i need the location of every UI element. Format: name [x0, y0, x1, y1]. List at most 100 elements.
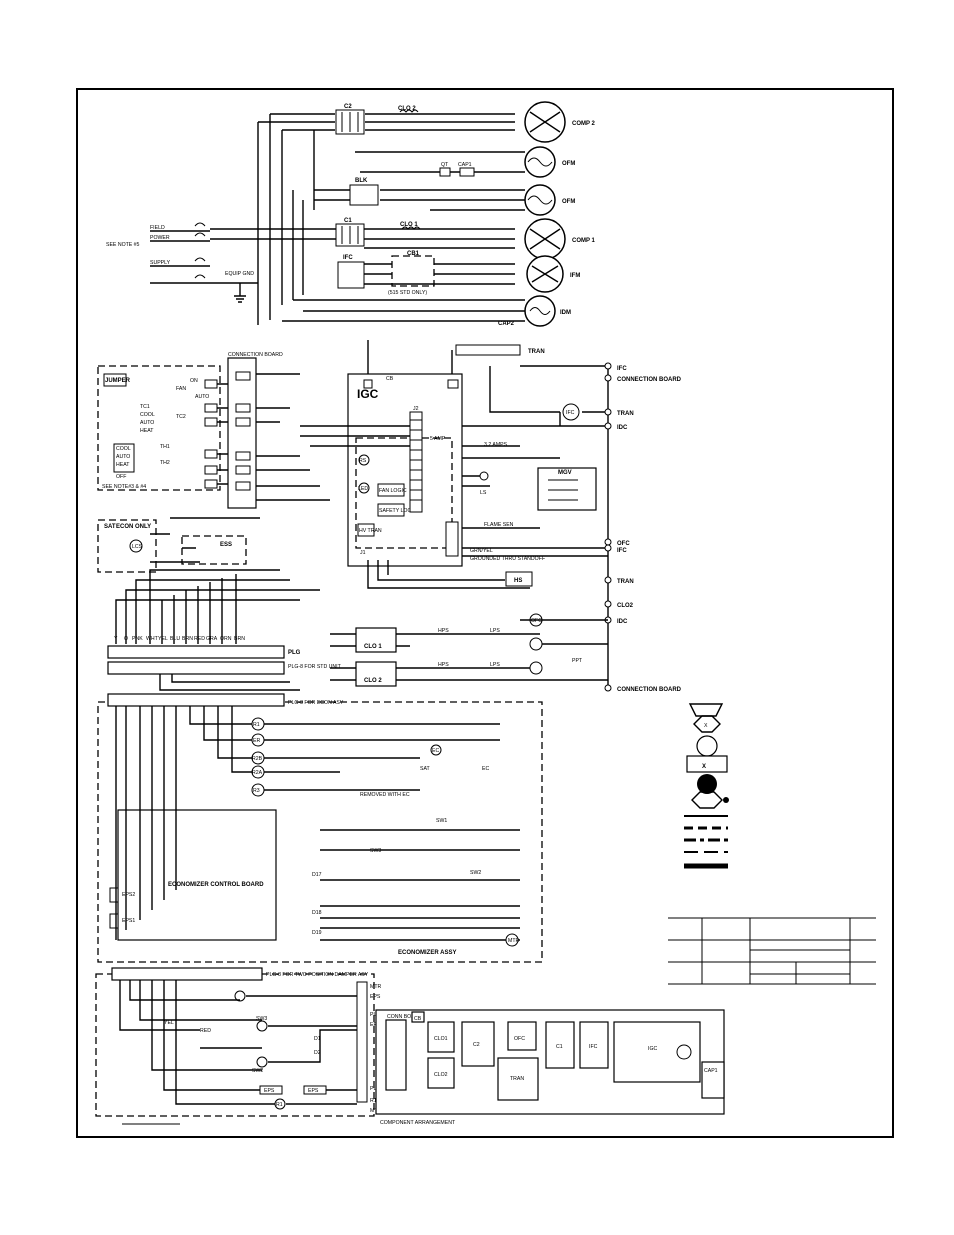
svg-text:D17: D17: [312, 872, 322, 878]
svg-text:TC1: TC1: [140, 404, 150, 410]
svg-text:RED: RED: [194, 636, 205, 642]
svg-text:HPS: HPS: [438, 628, 449, 634]
svg-text:EQUIP GND: EQUIP GND: [225, 271, 254, 277]
svg-text:IDC: IDC: [617, 619, 628, 625]
svg-text:POWER: POWER: [150, 235, 170, 241]
svg-text:ECONOMIZER ASSY: ECONOMIZER ASSY: [398, 950, 456, 956]
svg-text:EPS1: EPS1: [122, 918, 135, 924]
svg-text:CB: CB: [414, 1016, 422, 1022]
svg-text:EPS: EPS: [308, 1088, 319, 1094]
sat-econ-block: SAT ECON ONLY LCS ESS: [97, 517, 260, 573]
svg-text:YEL: YEL: [158, 636, 168, 642]
svg-text:TC2: TC2: [176, 414, 186, 420]
svg-text:OFC: OFC: [617, 541, 630, 547]
svg-text:D18: D18: [312, 910, 322, 916]
svg-text:EC: EC: [432, 748, 439, 754]
comp1-motor: COMP 1: [524, 218, 596, 260]
svg-text:SUPPLY: SUPPLY: [150, 260, 171, 266]
svg-text:D19: D19: [312, 930, 322, 936]
svg-text:YEL: YEL: [164, 1020, 174, 1026]
svg-text:RED: RED: [200, 1028, 211, 1034]
svg-text:SEE NOTE #5: SEE NOTE #5: [106, 242, 140, 248]
svg-text:CB: CB: [386, 376, 394, 382]
svg-text:CLO2: CLO2: [617, 603, 634, 609]
svg-text:AUTO: AUTO: [195, 394, 209, 400]
svg-text:IDM: IDM: [560, 310, 571, 316]
flame-sen-label: FLAME SEN: [484, 522, 514, 528]
svg-text:D1: D1: [314, 1036, 321, 1042]
economizer-assy: PLG-8 FOR ECON ASY ECONOMIZER ASSY ECONO…: [97, 693, 543, 963]
clo1-label: CLO 1: [400, 222, 418, 228]
svg-text:IDC: IDC: [617, 425, 628, 431]
svg-text:PLG: PLG: [288, 650, 301, 656]
svg-text:IGC: IGC: [648, 1046, 657, 1052]
svg-text:OFC: OFC: [514, 1036, 525, 1042]
svg-text:R2A: R2A: [252, 770, 263, 776]
svg-text:CLO1: CLO1: [434, 1036, 448, 1042]
svg-text:TH2: TH2: [160, 460, 170, 466]
svg-text:JUMPER: JUMPER: [105, 378, 131, 384]
svg-text:RS: RS: [359, 458, 367, 464]
svg-text:MTR: MTR: [370, 984, 381, 990]
svg-text:PPT: PPT: [572, 658, 583, 664]
svg-text:IGC: IGC: [357, 387, 379, 401]
cap2-label: CAP2: [498, 321, 515, 327]
svg-text:IFC: IFC: [343, 255, 353, 261]
svg-text:HEAT: HEAT: [116, 462, 130, 468]
svg-text:CLO 2: CLO 2: [364, 678, 382, 684]
c2-contactor: C2: [335, 104, 365, 135]
svg-text:AUTO: AUTO: [140, 420, 154, 426]
cap1-label: CAP1: [458, 162, 472, 168]
revision-table: [668, 917, 876, 985]
svg-text:OFF: OFF: [116, 474, 126, 480]
tran-label-top: TRAN: [528, 349, 545, 355]
c1-contactor: C1: [335, 218, 365, 247]
svg-text:OFM: OFM: [562, 161, 575, 167]
connection-board: CONNECTION BOARD: [227, 352, 330, 509]
svg-text:SAT: SAT: [104, 524, 116, 530]
svg-text:FAN LOGIC: FAN LOGIC: [379, 488, 407, 494]
ifc-coil-label: IFC: [566, 410, 575, 416]
svg-text:OFM: OFM: [562, 199, 575, 205]
svg-text:EC: EC: [482, 766, 489, 772]
svg-text:EPS2: EPS2: [122, 892, 135, 898]
svg-text:R1: R1: [253, 722, 260, 728]
svg-text:OFC: OFC: [531, 618, 542, 624]
grounded-label: GROUNDED THRU STANDOFF: [470, 556, 545, 562]
svg-text:IFC: IFC: [589, 1044, 598, 1050]
svg-text:ER: ER: [253, 738, 260, 744]
svg-text:SW3: SW3: [256, 1016, 267, 1022]
svg-text:C1: C1: [556, 1044, 563, 1050]
svg-text:R1: R1: [370, 1098, 377, 1104]
ofm-motor-1: OFM: [524, 146, 575, 178]
legend-x-box: X: [702, 764, 706, 770]
svg-text:ESS: ESS: [220, 542, 232, 548]
svg-text:TRAN: TRAN: [617, 411, 634, 417]
hs-label: HS: [514, 578, 522, 584]
svg-text:SW1: SW1: [436, 818, 447, 824]
svg-text:LPS: LPS: [490, 628, 500, 634]
idm-motor: IDM: [524, 295, 571, 327]
svg-text:LED: LED: [358, 486, 368, 492]
svg-text:MTR: MTR: [508, 938, 519, 944]
svg-text:CONNECTION BOARD: CONNECTION BOARD: [617, 377, 682, 383]
svg-text:COOL: COOL: [116, 446, 131, 452]
ls-label: LS: [480, 490, 487, 496]
svg-text:HV TRAN: HV TRAN: [359, 528, 382, 534]
svg-text:COMP 2: COMP 2: [572, 121, 596, 127]
svg-text:COMPONENT ARRANGEMENT: COMPONENT ARRANGEMENT: [380, 1120, 456, 1126]
svg-text:GRA: GRA: [206, 636, 218, 642]
right-bus: IFC IFC CONNECTION BOARD TRAN IDC OFC IF…: [462, 362, 682, 693]
svg-text:EPS: EPS: [264, 1088, 275, 1094]
svg-text:BLU: BLU: [170, 636, 180, 642]
svg-text:SW2: SW2: [252, 1068, 263, 1074]
svg-text:SAT: SAT: [420, 766, 431, 772]
svg-text:REMOVED WITH EC: REMOVED WITH EC: [360, 792, 410, 798]
svg-text:BLK: BLK: [355, 178, 368, 184]
grnyel-label: GRN/YEL: [470, 548, 493, 554]
plg8-std: PLG PLG-8 FOR STD UNIT Y O PNK WHT YEL B…: [107, 569, 342, 691]
svg-text:COMP 1: COMP 1: [572, 238, 596, 244]
svg-text:R1: R1: [276, 1102, 283, 1108]
field-power-supply: FIELD POWER SUPPLY SEE NOTE #5 EQUIP GND: [106, 222, 258, 303]
svg-text:AUTO: AUTO: [116, 454, 130, 460]
